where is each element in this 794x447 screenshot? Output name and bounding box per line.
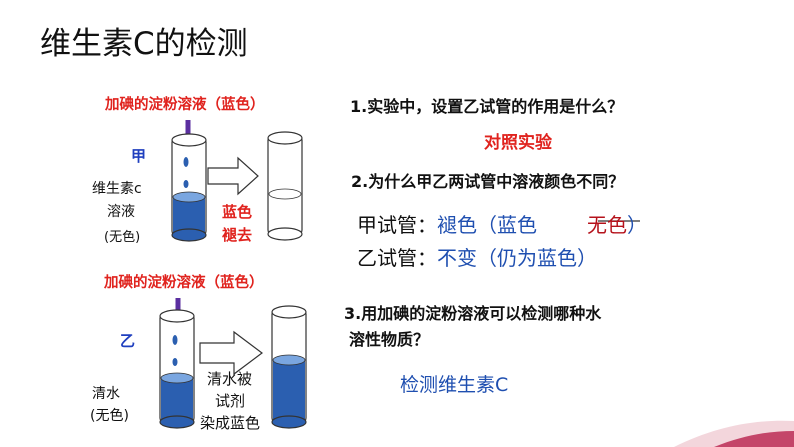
answer-1: 对照实验 [484, 133, 552, 153]
tube-a-result-1: 蓝色 [222, 203, 253, 221]
tube-a-result-2: 褪去 [222, 226, 253, 244]
bottom-reagent-label: 加碘的淀粉溶液（蓝色） [104, 275, 264, 291]
tube-a-content-3: (无色) [104, 230, 141, 245]
test-tube-a-result [267, 131, 303, 241]
test-tube-b [159, 309, 195, 429]
right-arrow-icon-top [207, 156, 259, 196]
tube-b-result-2: 试剂 [215, 392, 246, 410]
question-3-line-2: 溶性物质？ [349, 330, 430, 349]
top-reagent-label: 加碘的淀粉溶液（蓝色） [105, 97, 265, 113]
answer-2-line-1-prefix: 甲试管： [357, 213, 437, 237]
answer-2-line-1-blue: 褪色（蓝色 [437, 213, 537, 237]
tube-b-content-1: 清水 [92, 386, 120, 402]
answer-2-line-1: 甲试管：褪色（蓝色 无色） [357, 209, 647, 238]
answer-2-line-2-blue: 不变（仍为蓝色） [437, 246, 597, 270]
question-2: 2.为什么甲乙两试管中溶液颜色不同？ [351, 172, 625, 191]
tube-a-label: 甲 [131, 147, 147, 165]
right-arrow-icon-bottom [199, 330, 263, 376]
answer-2-line-1-suffix: ） [627, 213, 647, 237]
decorative-swoosh [674, 420, 794, 447]
answer-2-line-1-red: 无色 [587, 213, 627, 237]
test-tube-a [171, 133, 207, 242]
question-1: 1.实验中，设置乙试管的作用是什么？ [350, 97, 624, 116]
answer-3: 检测维生素C [400, 374, 509, 396]
test-tube-b-result [271, 305, 307, 429]
question-3-line-1: 3.用加碘的淀粉溶液可以检测哪种水 [344, 304, 602, 323]
answer-2-line-2-prefix: 乙试管： [357, 246, 437, 270]
tube-b-result-3: 染成蓝色 [200, 414, 261, 432]
tube-a-content-1: 维生素c [92, 181, 142, 197]
tube-b-content-2: (无色) [90, 408, 129, 424]
tube-b-result-1: 清水被 [207, 370, 253, 388]
page-title: 维生素C的检测 [40, 26, 248, 62]
answer-2-line-2: 乙试管：不变（仍为蓝色） [357, 242, 597, 271]
tube-a-content-2: 溶液 [107, 204, 135, 220]
tube-b-label: 乙 [120, 332, 136, 350]
